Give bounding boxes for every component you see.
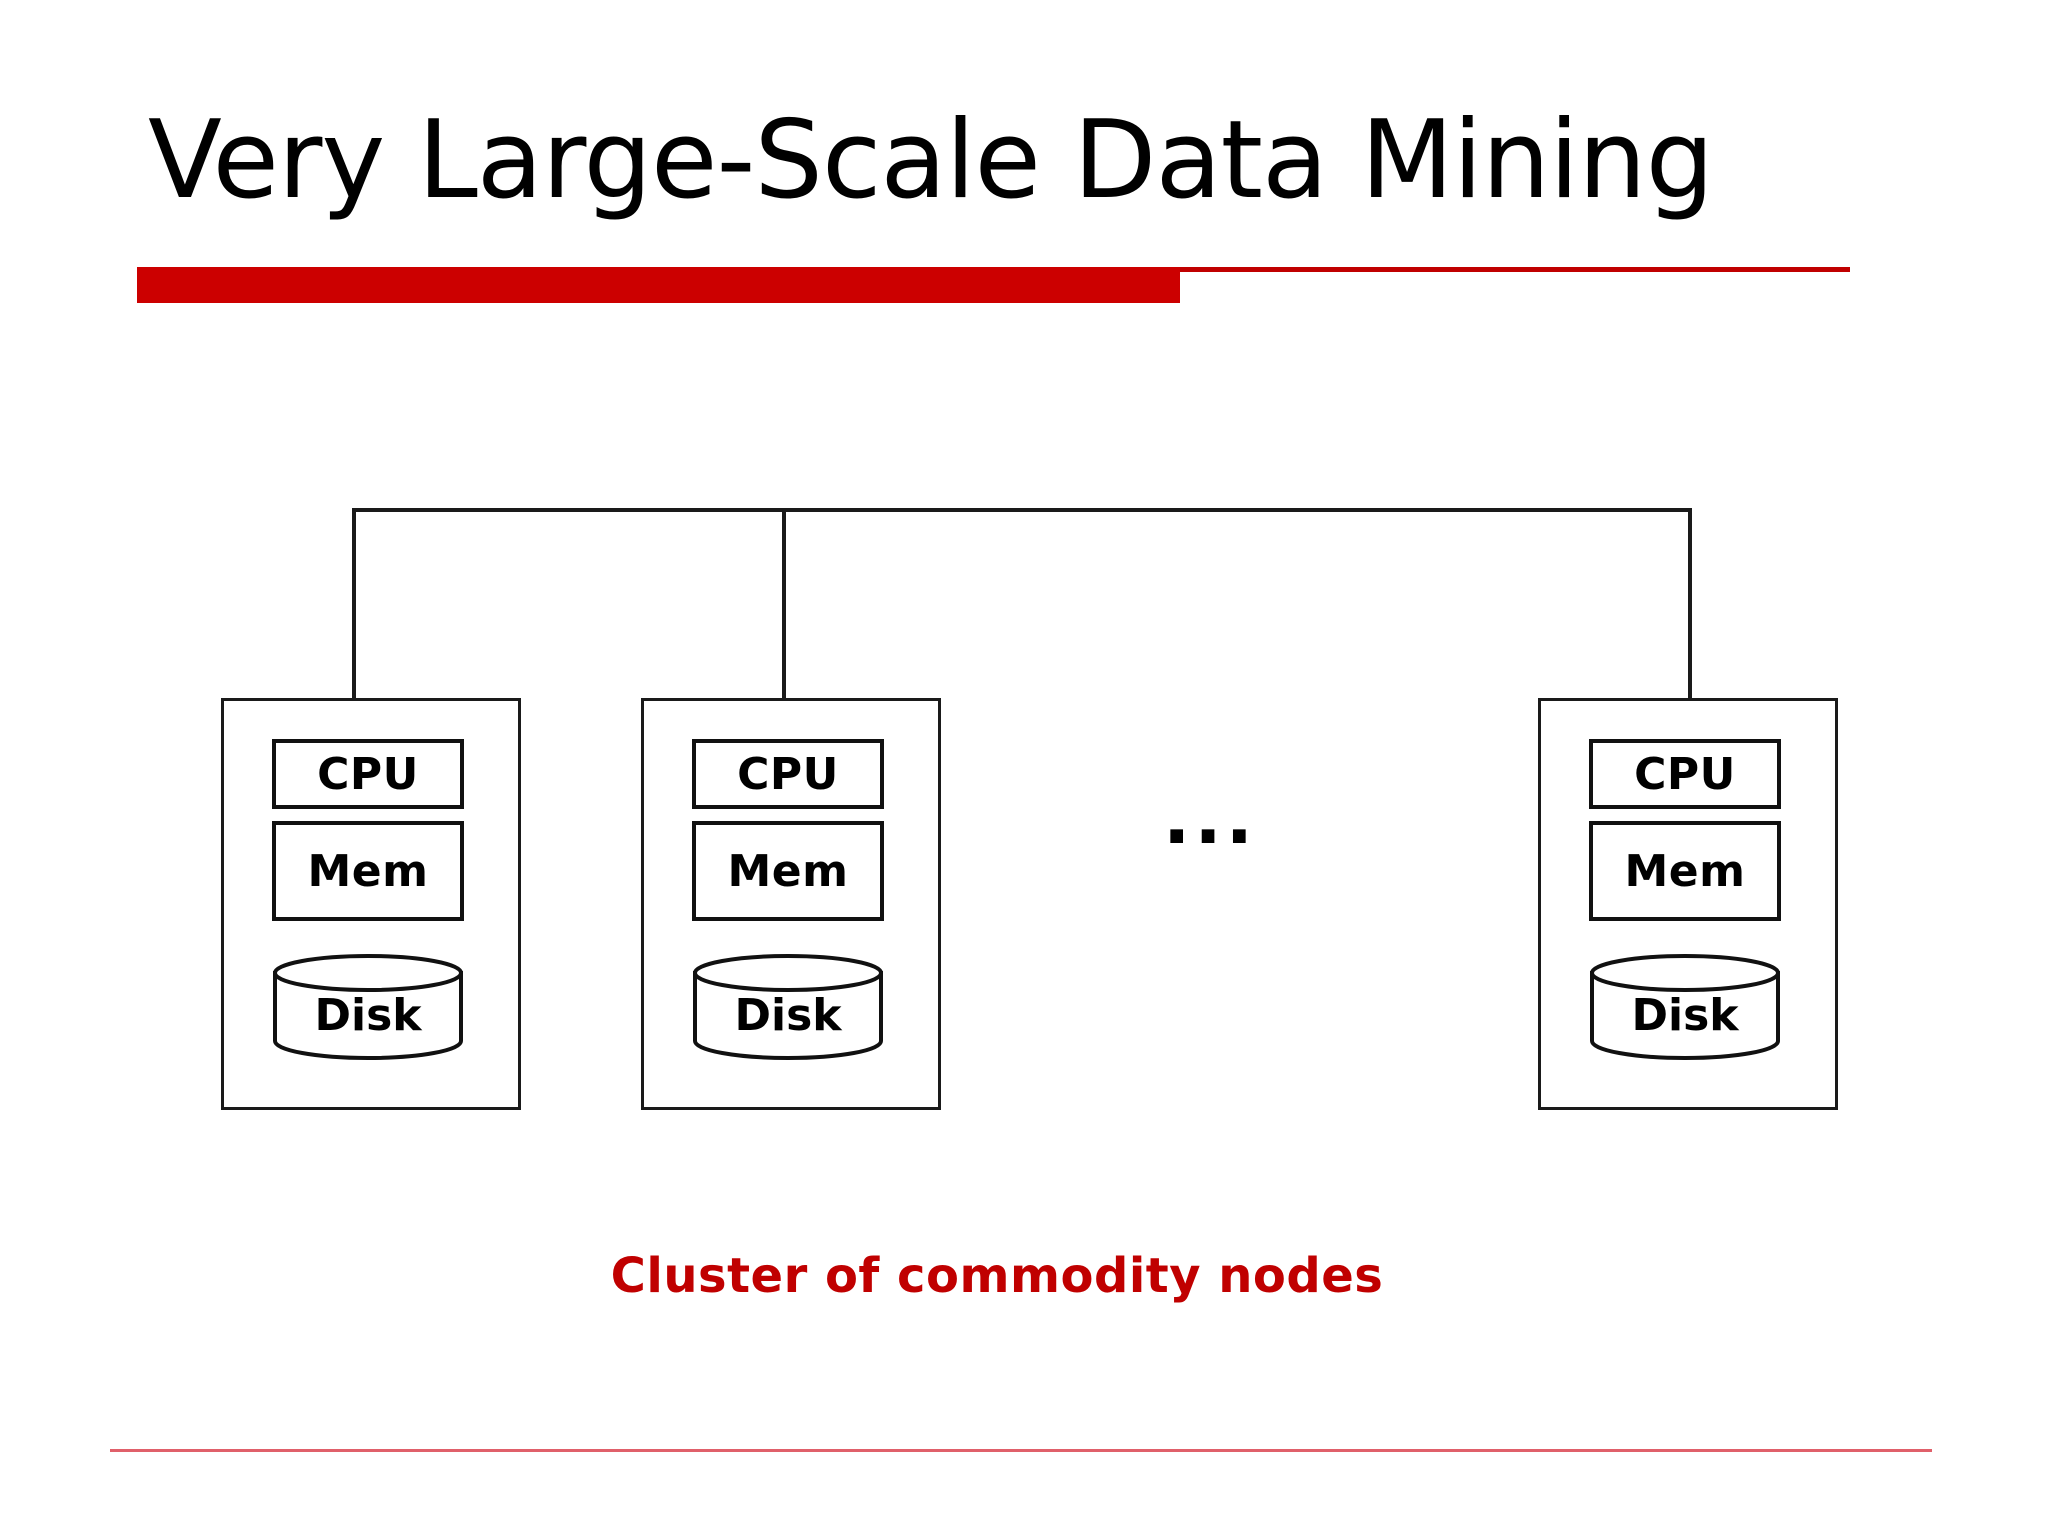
cluster-node: CPU Mem Disk: [221, 698, 521, 1110]
interconnect-bus: [352, 508, 1692, 512]
bus-drop-node-2: [782, 508, 786, 700]
disk-label: Disk: [314, 989, 422, 1041]
disk-cylinder-icon: Disk: [692, 953, 884, 1061]
memory-box: Mem: [1589, 821, 1781, 921]
cluster-node: CPU Mem Disk: [641, 698, 941, 1110]
disk-label: Disk: [734, 989, 842, 1041]
bus-drop-node-1: [352, 508, 356, 700]
cpu-box: CPU: [1589, 739, 1781, 809]
disk-cylinder-icon: Disk: [272, 953, 464, 1061]
bus-drop-node-3: [1688, 508, 1692, 700]
disk-label: Disk: [1631, 989, 1739, 1041]
memory-box: Mem: [272, 821, 464, 921]
diagram-caption: Cluster of commodity nodes: [610, 1248, 1384, 1304]
cpu-box: CPU: [692, 739, 884, 809]
title-rule-thick: [137, 267, 1180, 303]
footer-rule: [110, 1449, 1932, 1452]
page-title: Very Large-Scale Data Mining: [148, 98, 1714, 223]
cpu-box: CPU: [272, 739, 464, 809]
cluster-node: CPU Mem Disk: [1538, 698, 1838, 1110]
ellipsis-indicator: ...: [1162, 776, 1258, 860]
memory-box: Mem: [692, 821, 884, 921]
disk-cylinder-icon: Disk: [1589, 953, 1781, 1061]
